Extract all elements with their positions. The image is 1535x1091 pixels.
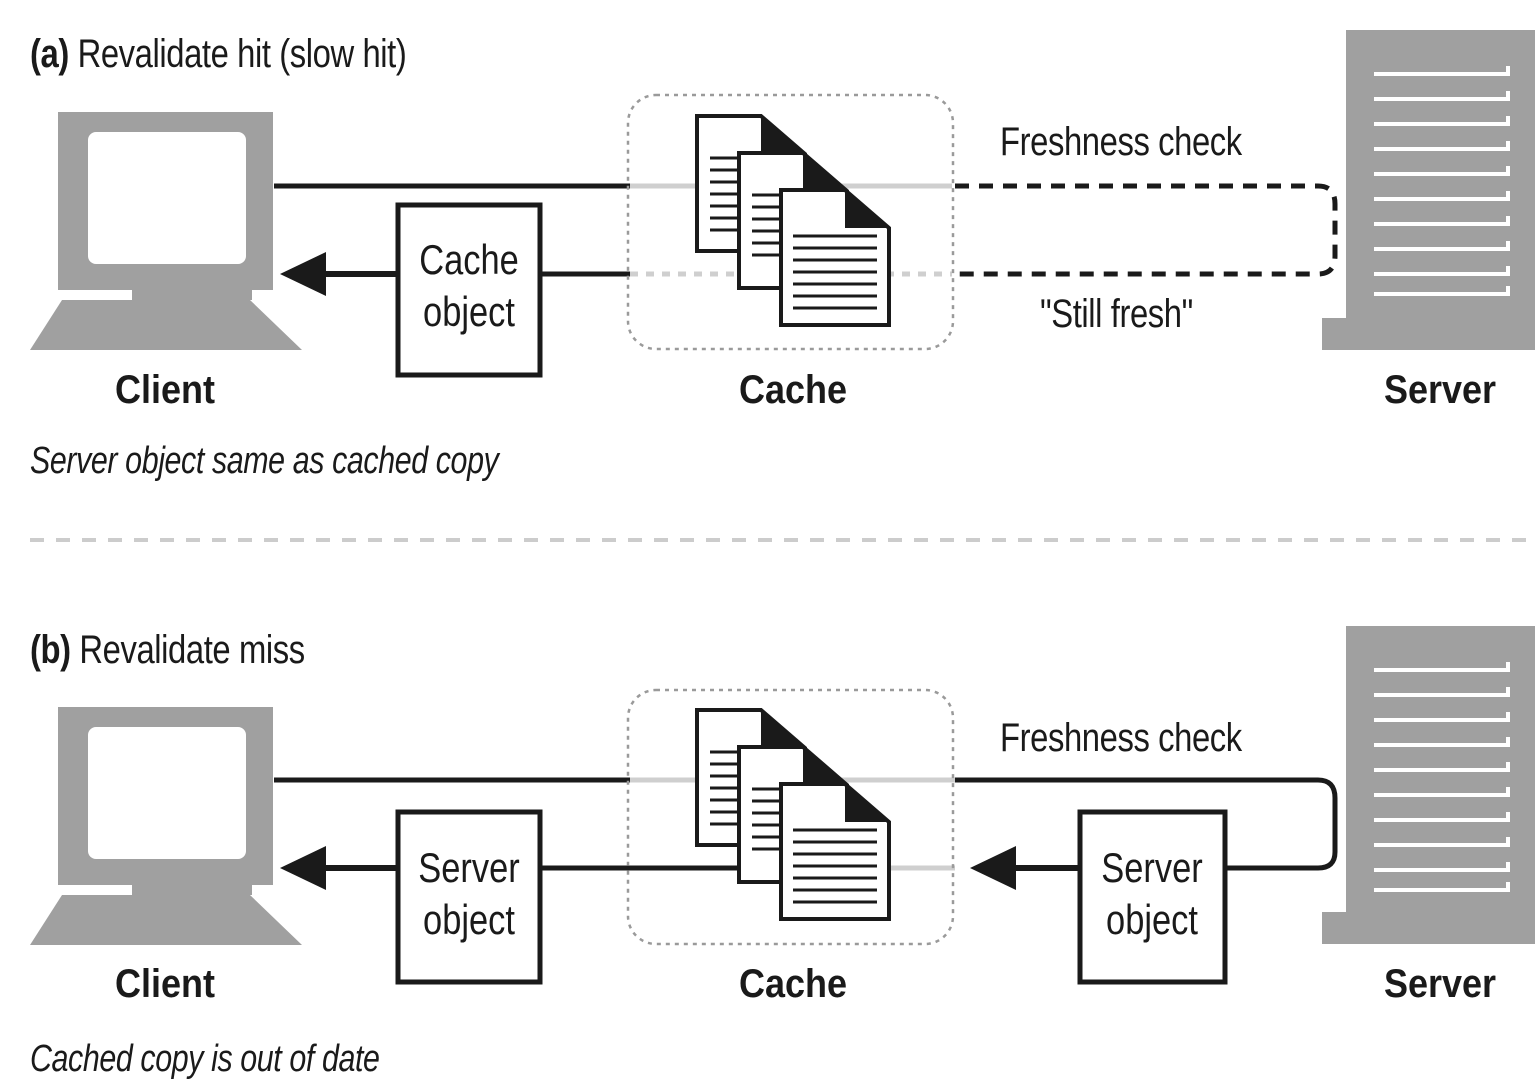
client-label: Client xyxy=(114,962,216,1006)
freshness-check-loop xyxy=(955,183,1338,277)
arrow-head-to-client xyxy=(280,252,326,296)
server-object-right-line2: object xyxy=(1106,896,1198,943)
cache-label: Cache xyxy=(738,962,848,1006)
freshness-check-label: Freshness check xyxy=(1000,716,1242,760)
panel-b-graphics xyxy=(30,626,1535,985)
cache-object-line2: object xyxy=(423,288,515,335)
server-object-right-line1: Server xyxy=(1101,844,1203,891)
server-object-left-line1: Server xyxy=(418,844,520,891)
server-object-left-line2: object xyxy=(423,896,515,943)
client-computer-icon xyxy=(30,112,302,350)
freshness-check-label: Freshness check xyxy=(1000,120,1242,164)
server-icon xyxy=(1322,626,1535,944)
cache-label: Cache xyxy=(738,368,848,412)
panel-b-tag: (b) xyxy=(30,628,71,672)
panel-a-title: Revalidate hit (slow hit) xyxy=(77,32,407,76)
server-object-left-label: Server object xyxy=(403,842,534,946)
panel-a-heading: (a) Revalidate hit (slow hit) xyxy=(30,32,407,77)
cache-documents-icon xyxy=(695,114,891,327)
client-label: Client xyxy=(114,368,216,412)
cache-object-line1: Cache xyxy=(419,236,519,283)
still-fresh-label: "Still fresh" xyxy=(1040,292,1193,336)
server-object-box-left xyxy=(395,809,543,985)
panel-a-graphics xyxy=(30,30,1535,378)
panel-a-tag: (a) xyxy=(30,32,69,76)
server-object-right-label: Server object xyxy=(1086,842,1217,946)
server-icon xyxy=(1322,30,1535,350)
cache-container xyxy=(626,688,955,946)
panel-b-title: Revalidate miss xyxy=(79,628,305,672)
server-label: Server xyxy=(1383,962,1497,1006)
cache-object-box xyxy=(395,202,543,378)
cache-documents-icon xyxy=(695,708,891,921)
panel-b-caption: Cached copy is out of date xyxy=(30,1038,380,1080)
server-object-box-right xyxy=(1077,809,1228,985)
arrow-head-to-client xyxy=(280,846,326,890)
freshness-check-loop xyxy=(955,777,1338,871)
cache-object-label: Cache object xyxy=(403,234,534,338)
panel-b-heading: (b) Revalidate miss xyxy=(30,628,305,673)
panel-a-caption: Server object same as cached copy xyxy=(30,440,499,482)
arrow-head-to-cache xyxy=(970,846,1016,890)
server-label: Server xyxy=(1383,368,1497,412)
client-computer-icon xyxy=(30,707,302,945)
cache-container xyxy=(626,93,955,351)
